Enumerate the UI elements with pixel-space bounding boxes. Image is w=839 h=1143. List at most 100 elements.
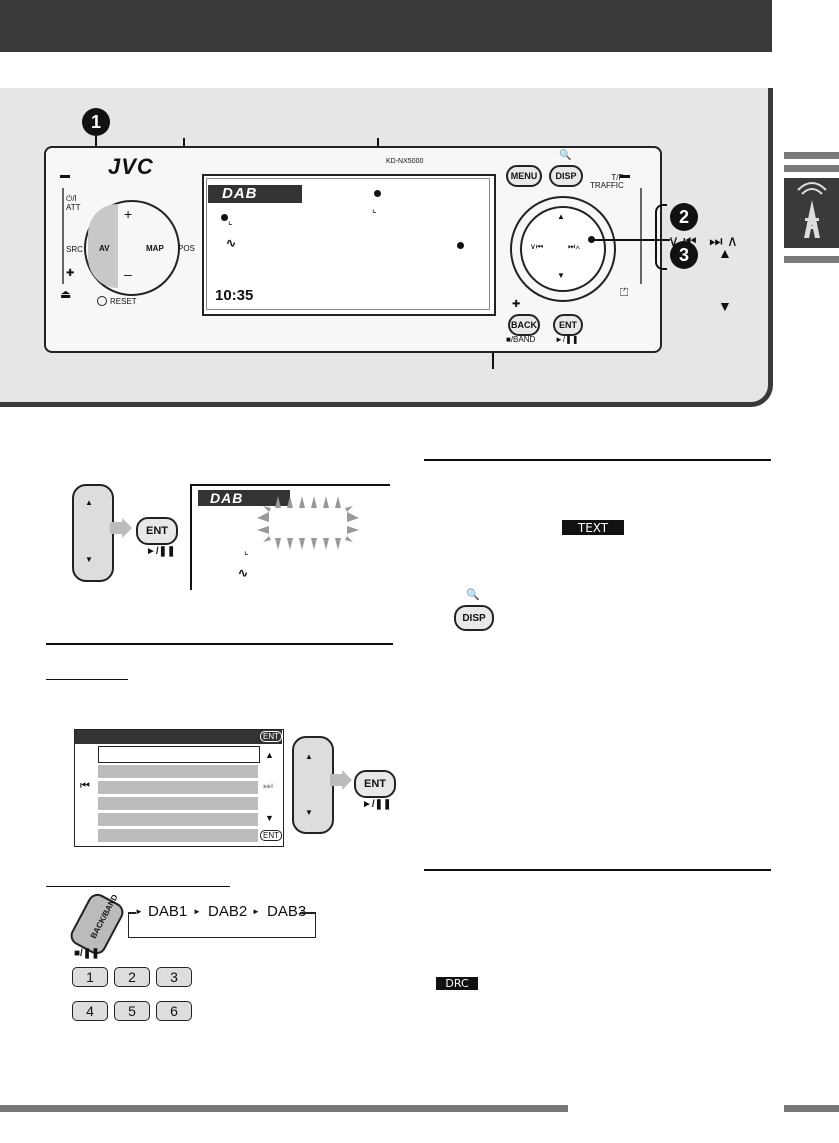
ent-label: ENT — [146, 525, 168, 537]
preset-key-2[interactable]: 2 — [114, 967, 150, 987]
down-arrow-icon: ▼ — [718, 298, 732, 314]
arrow-icon — [110, 518, 132, 538]
screen-fragment-left — [190, 484, 192, 590]
text-badge: TEXT — [562, 520, 624, 535]
flashing-indicator-icon — [257, 496, 359, 550]
preset-key-4[interactable]: 4 — [72, 1001, 108, 1021]
dab-badge-text: DAB — [210, 490, 244, 506]
rocker-button[interactable] — [292, 736, 334, 834]
volume-up-label[interactable]: + — [124, 206, 133, 222]
band-label: ■/BAND — [506, 335, 536, 344]
menu-row[interactable] — [98, 781, 258, 794]
ent-button[interactable]: ENT — [136, 517, 178, 545]
preset-key-1[interactable]: 1 — [72, 967, 108, 987]
scroll-up-icon[interactable]: ▲ — [265, 750, 274, 760]
menu-row[interactable] — [98, 797, 258, 810]
ent-top-label: ENT — [260, 731, 282, 742]
eject-icon[interactable]: ⏏ — [60, 287, 72, 301]
ent-button[interactable]: ENT — [553, 314, 583, 336]
callout-dot — [588, 236, 595, 243]
callout-dot — [221, 214, 228, 221]
play-pause-label: ►/❚❚ — [362, 799, 392, 810]
att-label: ATT — [66, 203, 81, 212]
nav-left-icon[interactable]: ∨⏮ — [530, 242, 544, 251]
disp-label: DISP — [555, 171, 577, 181]
cycle-arrow-icon: ► — [135, 907, 143, 916]
ent-button[interactable]: ENT — [354, 770, 396, 798]
nav-right-icon[interactable]: ⏭∧ — [568, 242, 581, 251]
prev-page-icon[interactable]: ⏮ — [80, 780, 90, 792]
reset-button[interactable] — [97, 296, 107, 306]
side-tab-stripe — [784, 256, 839, 263]
rocker-down-icon[interactable]: ▼ — [305, 808, 313, 817]
disp-button[interactable]: DISP — [549, 165, 583, 187]
av-button[interactable] — [88, 204, 118, 288]
rocker-button[interactable] — [72, 484, 114, 582]
arrow-icon — [330, 770, 352, 790]
next-page-icon[interactable]: ⏭ — [263, 780, 273, 792]
traffic-label: TRAFFIC — [590, 181, 624, 190]
bracket — [655, 204, 667, 270]
play-pause-label: ►/❚❚ — [555, 335, 579, 344]
tp-traffic-label: T/P TRAFFIC — [590, 174, 624, 190]
corner-icon: ⌞ — [244, 546, 249, 557]
menu-row[interactable] — [98, 813, 258, 826]
section-divider — [424, 459, 771, 461]
menu-row[interactable] — [98, 765, 258, 778]
panel-release-icon[interactable]: ▬ — [620, 170, 630, 181]
callout-1: 1 — [82, 108, 110, 136]
pos-label: POS — [178, 244, 195, 253]
signal-icon: ∿ — [238, 566, 249, 580]
menu-button[interactable]: MENU — [506, 165, 542, 187]
callout-3: 3 — [670, 241, 698, 269]
scroll-down-icon[interactable]: ▼ — [265, 813, 274, 823]
dab-badge-text: DAB — [222, 185, 258, 202]
callout-dot — [457, 242, 464, 249]
map-label: MAP — [146, 244, 164, 253]
nav-down-icon[interactable]: ▼ — [557, 271, 565, 280]
preset-key-3[interactable]: 3 — [156, 967, 192, 987]
rocker-up-icon[interactable]: ▲ — [85, 498, 93, 507]
band-cycle-item: DAB3 — [267, 903, 307, 920]
ent-label: ENT — [559, 320, 577, 330]
callout-dot — [374, 190, 381, 197]
menu-list-header — [75, 730, 282, 744]
signal-icon: ∿ — [226, 236, 237, 250]
tp-label: T/P — [611, 173, 624, 182]
footer-bar — [0, 1105, 568, 1112]
leader-line — [592, 239, 670, 241]
volume-down-label[interactable]: – — [124, 266, 132, 282]
src-label: SRC — [66, 245, 83, 254]
power-att-button[interactable]: ⏻/I ATT — [66, 194, 81, 212]
rocker-up-icon[interactable]: ▲ — [305, 752, 313, 761]
menu-label: MENU — [510, 171, 538, 181]
menu-row[interactable] — [98, 829, 258, 842]
disp-label: DISP — [462, 612, 486, 624]
band-cycle-item: DAB1 — [148, 903, 188, 920]
corner-icon: ⌞ — [228, 216, 233, 227]
model-label: KD-NX5000 — [386, 158, 424, 165]
navigation-pad[interactable] — [520, 206, 606, 292]
header-bar — [0, 0, 772, 52]
play-pause-label: ►/❚❚ — [146, 546, 176, 557]
drc-badge: DRC — [436, 977, 478, 990]
nav-up-icon[interactable]: ▲ — [557, 212, 565, 221]
tray-icon[interactable]: ⏍ — [620, 287, 629, 299]
section-divider — [424, 869, 771, 871]
back-button[interactable]: BACK — [508, 314, 540, 336]
preset-key-6[interactable]: 6 — [156, 1001, 192, 1021]
screen-fragment-top — [190, 484, 390, 486]
panel-release-icon[interactable]: ▬ — [60, 170, 70, 181]
disp-button[interactable]: DISP — [454, 605, 494, 631]
rocker-down-icon[interactable]: ▼ — [85, 555, 93, 564]
footer-bar-right — [784, 1105, 839, 1112]
antenna-icon — [797, 182, 827, 238]
section-divider — [46, 643, 393, 645]
ent-bottom-label: ENT — [260, 830, 282, 841]
joystick-icon: ✚ — [66, 268, 75, 279]
cycle-loop — [128, 912, 136, 914]
preset-key-5[interactable]: 5 — [114, 1001, 150, 1021]
dab-badge: DAB — [208, 185, 302, 203]
clock: 10:35 — [215, 287, 254, 304]
menu-row-selected[interactable] — [98, 746, 260, 763]
